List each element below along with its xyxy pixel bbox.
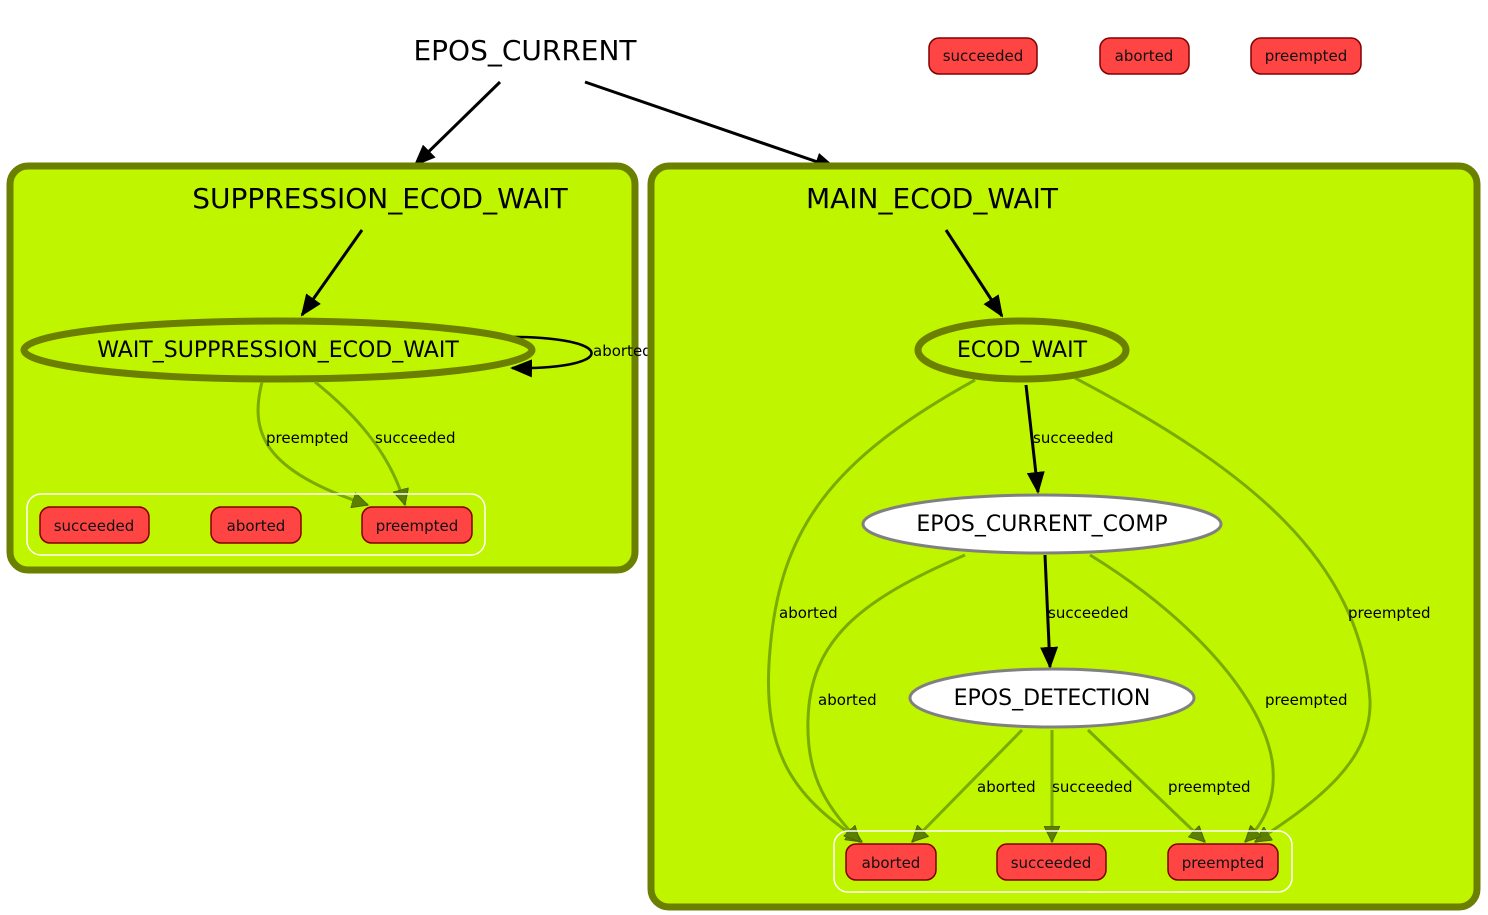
edge-label-suppression-preempted: preempted [266,429,349,447]
edge-label-ecod-succeeded: succeeded [1033,429,1114,447]
edge-comp-preempted [1089,553,1275,844]
suppression-outcome-preempted[interactable]: preempted [361,506,473,544]
main-outcome-preempted[interactable]: preempted [1167,843,1279,881]
suppression-outcome-aborted-label: aborted [227,517,286,535]
edge-suppression-preempted [256,381,368,505]
edge-label-comp-preempted: preempted [1265,691,1348,709]
state-epos-detection-label: EPOS_DETECTION [954,686,1151,711]
suppression-outcome-succeeded-label: succeeded [54,517,135,535]
edge-label-detection-preempted: preempted [1168,778,1251,796]
edge-label-suppression-aborted: aborted [593,342,652,360]
edge-detection-aborted [910,728,1024,844]
edge-ecod-aborted [767,378,976,844]
root-outcome-preempted-label: preempted [1265,47,1348,65]
state-ecod-wait-label: ECOD_WAIT [957,338,1088,363]
edge-label-detection-aborted: aborted [977,778,1036,796]
suppression-outcome-succeeded[interactable]: succeeded [39,506,150,544]
container-suppression-ecod-wait: SUPPRESSION_ECOD_WAIT aborted WAIT_SUPPR… [6,162,652,574]
suppression-outcome-preempted-label: preempted [376,517,459,535]
edge-suppression-self-aborted [499,335,593,378]
root-outcome-preempted[interactable]: preempted [1250,37,1362,75]
edge-root-to-main [584,80,837,171]
main-outcome-succeeded[interactable]: succeeded [996,843,1107,881]
root-outcome-succeeded-label: succeeded [943,47,1024,65]
container-main-ecod-wait: MAIN_ECOD_WAIT succeeded aborted preempt… [647,162,1481,911]
edge-label-ecod-preempted: preempted [1348,604,1431,622]
edge-comp-succeeded [1040,554,1059,669]
edge-suppression-succeeded [314,380,405,505]
edge-suppression-initial [300,229,364,317]
edge-label-comp-succeeded: succeeded [1048,604,1129,622]
suppression-outcome-aborted[interactable]: aborted [210,506,302,544]
main-outcome-preempted-label: preempted [1182,854,1265,872]
main-outcome-aborted-label: aborted [862,854,921,872]
edge-main-initial [944,229,1004,318]
root-outcome-aborted[interactable]: aborted [1099,37,1190,75]
edge-label-detection-succeeded: succeeded [1052,778,1133,796]
edge-label-suppression-succeeded: succeeded [375,429,456,447]
edge-detection-preempted [1086,728,1207,844]
state-ecod-wait[interactable]: ECOD_WAIT [914,317,1130,383]
root-outcome-succeeded[interactable]: succeeded [928,37,1038,75]
main-outcome-aborted[interactable]: aborted [845,843,937,881]
edge-root-to-suppression [413,80,502,167]
edge-label-ecod-aborted: aborted [779,604,838,622]
state-wait-suppression-label: WAIT_SUPPRESSION_ECOD_WAIT [97,338,459,363]
root-outcome-aborted-label: aborted [1115,47,1174,65]
main-title: MAIN_ECOD_WAIT [806,182,1059,215]
suppression-outcomes-group [26,493,486,556]
main-outcome-succeeded-label: succeeded [1011,854,1092,872]
main-outcomes-group [833,830,1293,893]
state-epos-current-comp[interactable]: EPOS_CURRENT_COMP [861,493,1223,555]
edge-comp-aborted [806,553,966,844]
edge-label-comp-aborted: aborted [818,691,877,709]
state-wait-suppression-ecod-wait[interactable]: WAIT_SUPPRESSION_ECOD_WAIT [20,317,536,383]
edge-ecod-succeeded [1024,384,1045,494]
root-title: EPOS_CURRENT [413,34,637,67]
edge-ecod-preempted [1074,376,1372,844]
state-epos-detection[interactable]: EPOS_DETECTION [908,667,1196,729]
state-epos-current-comp-label: EPOS_CURRENT_COMP [916,512,1167,537]
suppression-title: SUPPRESSION_ECOD_WAIT [192,182,568,215]
